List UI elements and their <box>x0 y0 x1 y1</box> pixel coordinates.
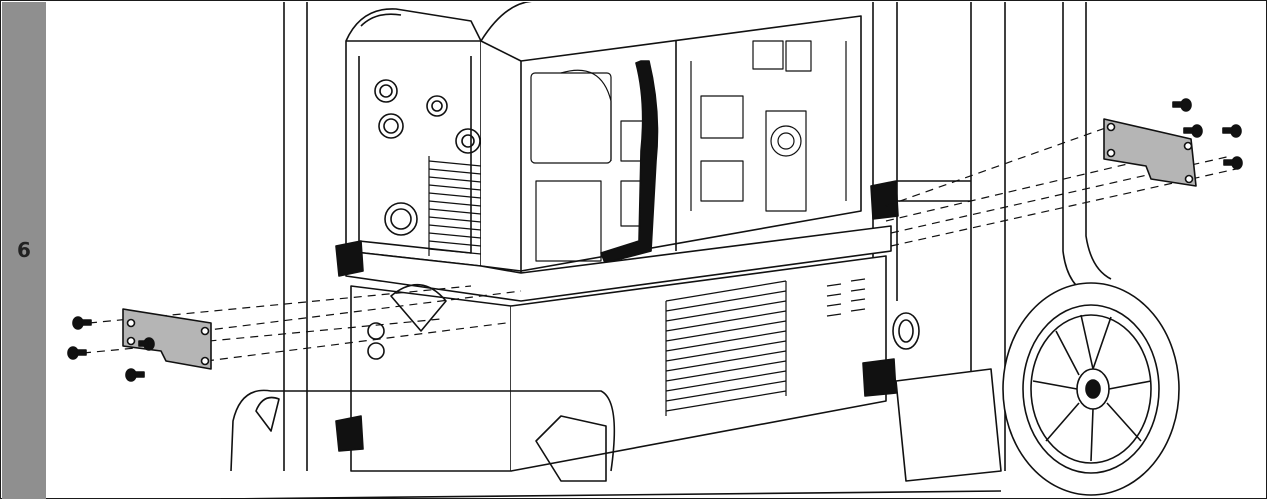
screw <box>67 346 87 360</box>
welding-machine <box>335 2 920 472</box>
trolley-base <box>220 368 1002 499</box>
screw <box>1222 124 1242 138</box>
screw <box>1183 124 1203 138</box>
assembly-illustration <box>47 2 1266 499</box>
side-vents <box>428 156 482 256</box>
internal-components <box>530 40 847 262</box>
connector-cluster <box>374 79 481 236</box>
step-number: 6 <box>17 238 31 262</box>
screw <box>125 368 145 382</box>
trolley-upright-left <box>283 2 308 471</box>
right-mounting-bracket <box>1103 118 1197 187</box>
screw <box>1223 156 1243 170</box>
left-mounting-bracket <box>122 308 212 370</box>
screw <box>72 316 92 330</box>
left-bracket-screws <box>67 316 155 382</box>
lower-vent-grid <box>665 278 866 416</box>
trolley-wheel <box>1002 282 1180 496</box>
screw <box>1172 98 1192 112</box>
step-number-column: 6 <box>2 2 46 499</box>
screw <box>138 337 155 351</box>
right-bracket-screws <box>1172 98 1243 170</box>
